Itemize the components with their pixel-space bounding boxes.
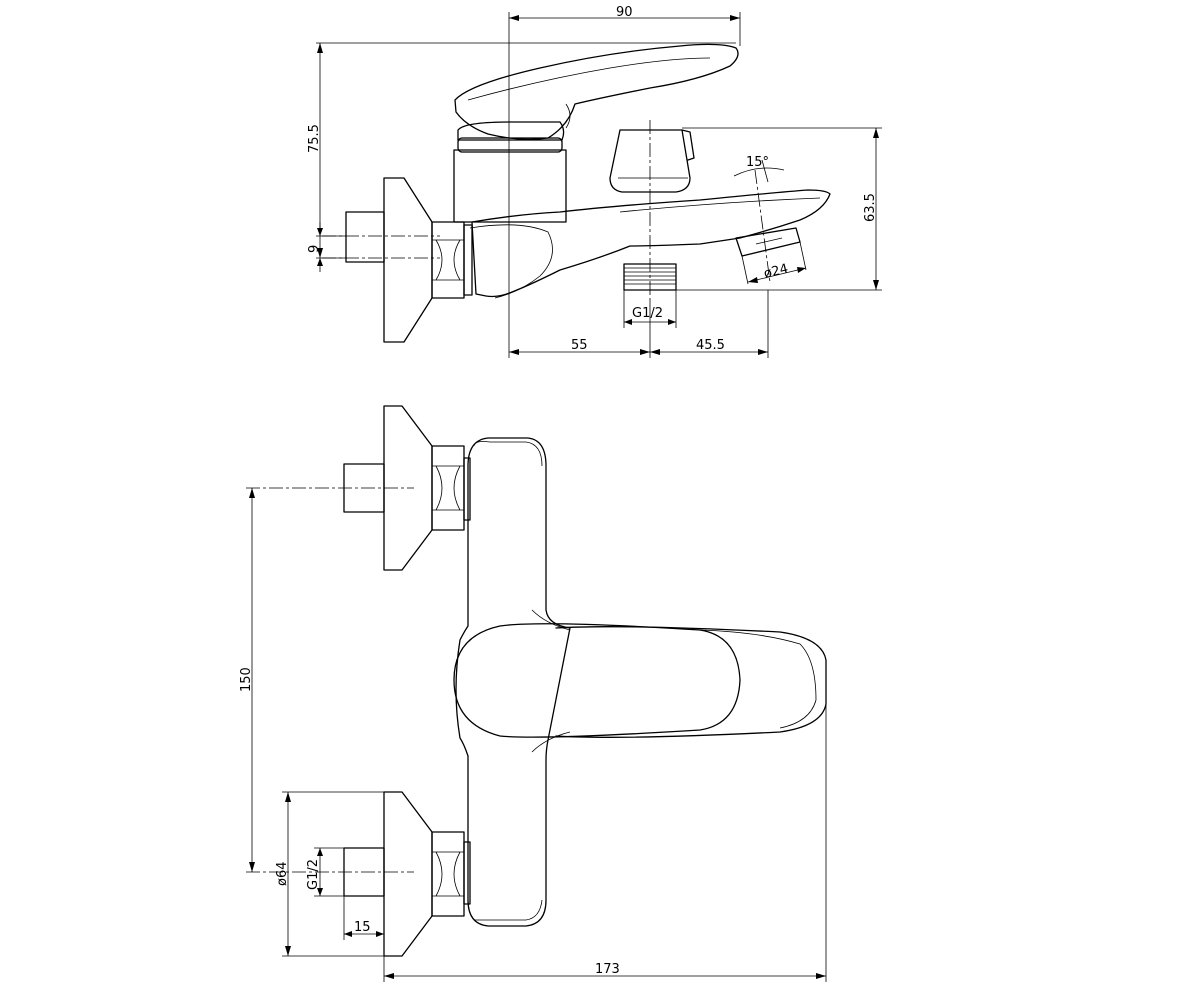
side-cartridge-cap <box>457 121 565 141</box>
side-view: 90 75.5 9 63.5 15° ø24 <box>307 5 882 358</box>
side-inlet-pipe <box>345 211 385 263</box>
dim-inlet-spacing: 150 <box>239 667 254 692</box>
dim-outlet-to-spout: 45.5 <box>696 338 725 353</box>
top-spout <box>555 626 827 738</box>
side-diverter-knob <box>609 129 691 193</box>
top-upper-hex-nut <box>431 445 465 531</box>
top-lever <box>453 623 741 738</box>
side-lever-handle <box>454 43 739 140</box>
dim-total-depth: 173 <box>595 962 620 977</box>
top-lower-hex-nut <box>431 831 465 917</box>
dim-inlet-to-outlet: 55 <box>571 338 588 353</box>
dim-aerator-diameter: ø24 <box>762 261 789 281</box>
dim-outlet-thread: G1/2 <box>632 306 663 321</box>
top-lower-flange <box>383 791 433 957</box>
side-aerator <box>735 227 801 257</box>
dim-total-height: 75.5 <box>307 124 322 153</box>
dim-outlet-height: 63.5 <box>863 193 878 222</box>
side-cartridge-body <box>453 149 567 223</box>
dim-inlet-thread: G1/2 <box>306 859 321 890</box>
side-spout <box>471 189 831 298</box>
dim-inlet-offset: 9 <box>307 245 322 253</box>
side-wall-flange <box>383 177 433 343</box>
dim-thread-length: 15 <box>354 920 371 935</box>
dim-spout-angle: 15° <box>746 155 769 170</box>
dim-flange-diameter: ø64 <box>275 862 290 887</box>
top-mixer-body <box>455 437 571 927</box>
dim-top-width: 90 <box>616 5 633 20</box>
top-view: 150 ø64 G1/2 15 173 <box>239 405 827 982</box>
side-hex-nut <box>431 221 465 299</box>
side-body-connector <box>463 224 473 296</box>
